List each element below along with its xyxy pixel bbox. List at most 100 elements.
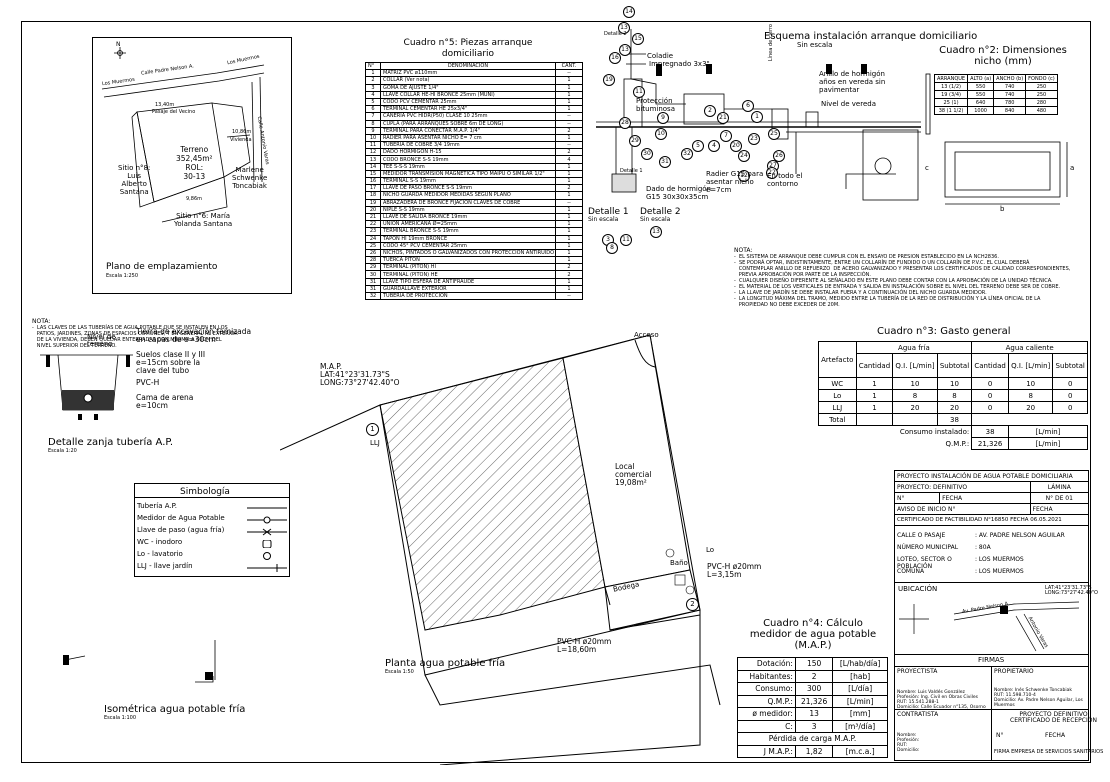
cuadro2-cell: 1000 bbox=[967, 106, 995, 115]
cuadro3-cell: 0 bbox=[1052, 377, 1088, 390]
cajetin-recepcion-2: CERTIFICADO DE RECEPCIÓN bbox=[1010, 717, 1097, 725]
neighbor-bottom: Sitio n°6: María Yolanda Santana bbox=[174, 212, 232, 228]
detalle2-title: Detalle 2 Sin escala bbox=[640, 207, 681, 224]
nota-arranque-line: - EL MATERIAL DE LOS VERTICALES DE ENTRA… bbox=[734, 284, 1061, 290]
cuadro2-cell: 640 bbox=[967, 98, 995, 107]
cuadro3-qmp-unit: [L/min] bbox=[1007, 437, 1089, 450]
cajetin-row-cert: CERTIFICADO DE FACTIBILIDAD N°16850 FECH… bbox=[894, 514, 1089, 526]
cuadro2-cell: 19 (3/4) bbox=[933, 90, 969, 99]
cuadro3-cell: 1 bbox=[855, 401, 894, 414]
cuadro5-header-row: N° DENOMINACION CANT. bbox=[365, 61, 583, 71]
esq-label-bituminosa: bituminosa bbox=[636, 105, 675, 113]
cuadro3-group-row: Artefacto Agua fría Agua caliente bbox=[818, 341, 1088, 378]
cuadro4-perdida-row: Pérdida de carga M.A.P. bbox=[737, 732, 888, 746]
emplazamiento-scale: Escala 1:250 bbox=[106, 273, 139, 279]
propietario-data-line: Domicilio: Av. Padre Nelson Aguilar, Los bbox=[994, 698, 1083, 703]
cuadro2-cell: 13 (1/2) bbox=[933, 82, 969, 91]
esquema-marker: 32 bbox=[681, 148, 693, 160]
esq-label-proteccion: Protección bbox=[636, 97, 673, 105]
cuadro5-cell-name: CODO BRONCE S-S 19mm bbox=[380, 155, 556, 164]
cuadro5-cell-n: 31 bbox=[365, 277, 381, 286]
cuadro3-table: Artefacto Agua fría Agua caliente Cantid… bbox=[818, 341, 1089, 450]
sheet-border bbox=[21, 21, 1091, 763]
cuadro3-group-caliente: Agua caliente bbox=[971, 341, 1088, 354]
cuadro5-cell-name: MATRIZ PVC ø110mm bbox=[380, 69, 556, 78]
cuadro3-cell: 0 bbox=[1052, 401, 1088, 414]
lot-area: 352,45m² bbox=[176, 154, 213, 163]
cajetin-field: COMUNA: LOS MUERMOS bbox=[897, 568, 1087, 580]
contratista-data-line: Profesión: bbox=[897, 738, 920, 743]
detalle2-sub: Sin escala bbox=[640, 216, 671, 224]
cuadro3-cell: 1 bbox=[855, 389, 894, 402]
cuadro4-body: Dotación:150[L/hab/día]Habitantes:2[hab]… bbox=[737, 657, 888, 733]
cuadro4-row: ø medidor:13[mm] bbox=[737, 707, 888, 721]
cuadro3-cell: 0 bbox=[971, 401, 1009, 414]
cuadro5-cell-cant: 4 bbox=[555, 155, 583, 164]
cuadro3-cell: 8 bbox=[892, 389, 938, 402]
neighbor-right-1: Marlene bbox=[235, 166, 264, 174]
proyectista-data-line: RUT: 15.541.288-1 bbox=[897, 700, 939, 705]
cuadro5-cell-n: 9 bbox=[365, 126, 381, 135]
cajetin-field: LOTEO, SECTOR O POBLACIÓN: LOS MUERMOS bbox=[897, 556, 1087, 570]
esquema-marker: 2 bbox=[704, 105, 716, 117]
planta-pipe1-length: L=3,15m bbox=[707, 569, 742, 579]
cuadro4-title-2: medidor de agua potable bbox=[749, 629, 877, 640]
cuadro4-label: ø medidor: bbox=[737, 707, 796, 721]
cuadro5-cell-cant: -- bbox=[555, 119, 583, 128]
cuadro5-cell-name: LLAVE COLLAR HE-HI BRONCE 25mm (MUNI) bbox=[380, 90, 556, 99]
cuadro2-title-line1: Cuadro n°2: Dimensiones bbox=[939, 45, 1067, 56]
nota-arranque-line: - LA LONGITUD MÁXIMA DEL TRAMO, MEDIDO E… bbox=[734, 296, 1041, 302]
cajetin-propietario: PROPIETARIO bbox=[994, 668, 1034, 675]
cuadro4-title-3: (M.A.P.) bbox=[794, 640, 832, 651]
cajetin-field-value: : 80A bbox=[975, 544, 991, 551]
cuadro4-value: 13 bbox=[794, 707, 834, 721]
esq-label-det2: Detalle 2 bbox=[604, 31, 627, 37]
cuadro3-cell: 10 bbox=[892, 377, 938, 390]
line-icon bbox=[247, 497, 287, 516]
cuadro5-cell-name: CODO 45° PCV CEMENTAR 25mm bbox=[380, 241, 556, 250]
cuadro5-cell-n: 25 bbox=[365, 241, 381, 250]
cuadro3-total-empty bbox=[971, 413, 1088, 426]
cuadro5-cell-n: 26 bbox=[365, 248, 381, 258]
cuadro3-subheader: Subtotal bbox=[1052, 353, 1088, 378]
cuadro4-row: Dotación:150[L/hab/día] bbox=[737, 657, 888, 671]
esquema-marker: 31 bbox=[659, 156, 671, 168]
detalle1-sub: Sin escala bbox=[588, 216, 619, 224]
nota-arranque-lines: - EL SISTEMA DE ARRANQUE DEBE CUMPLIR CO… bbox=[734, 254, 1070, 308]
proyectista-data-line: Domicilio: Calle Ecuador n°135, Osorno bbox=[897, 705, 986, 710]
cuadro5-cell-cant: 1 bbox=[555, 76, 583, 85]
cuadro3-consumo-value: 38 bbox=[971, 425, 1009, 438]
esquema-marker: 6 bbox=[742, 100, 754, 112]
cajetin-row-aviso: AVISO DE INICIO N°FECHA bbox=[894, 503, 1090, 515]
cajetin-field-value: : LOS MUERMOS bbox=[975, 556, 1024, 563]
cuadro4-jmap-unit: [m.c.a.] bbox=[832, 744, 888, 758]
cuadro5-cell-name: ABRAZADERA DE BRONCE FIJACION CLAVES DE … bbox=[380, 198, 556, 207]
nota-claves: NOTA: - LAS CLAVES DE LAS TUBERÍAS DE AG… bbox=[32, 319, 238, 350]
cuadro4-value: 150 bbox=[794, 657, 834, 671]
esq-label-radier3: e=7cm bbox=[706, 186, 732, 194]
neighbor-left-1: Sitio n°8: bbox=[118, 164, 151, 172]
cuadro5-cell-name: COLLAR (Ver nota) bbox=[380, 76, 556, 85]
cuadro3-cell: WC bbox=[818, 377, 857, 390]
esquema-marker: 11 bbox=[633, 86, 645, 98]
cuadro4-title: Cuadro n°4: Cálculo medidor de agua pota… bbox=[728, 618, 898, 651]
zanja-label-suelos: Suelos clase II y III e=15cm sobre la cl… bbox=[136, 351, 205, 375]
cajetin-recepcion-1: PROYECTO DEFINITIVO bbox=[1019, 711, 1088, 718]
esquema-marker: 13 bbox=[618, 22, 630, 34]
lot-dim-3: 9,86m bbox=[186, 196, 203, 202]
planta-map-long: LONG:73°27'42.40"O bbox=[320, 377, 400, 387]
nicho-drawings bbox=[862, 129, 1068, 205]
emplazamiento-frame bbox=[92, 37, 292, 294]
cuadro5-cell-n: 7 bbox=[365, 112, 381, 121]
cajetin-row-proyecto: PROYECTO INSTALACIÓN DE AGUA POTABLE DOM… bbox=[894, 470, 1089, 482]
simbologia-item-label: WC - inodoro bbox=[137, 538, 183, 546]
ubicacion-lat: LAT:41°23'31.73"S bbox=[1045, 585, 1092, 591]
cuadro5-cell-cant: 1 bbox=[555, 212, 583, 222]
